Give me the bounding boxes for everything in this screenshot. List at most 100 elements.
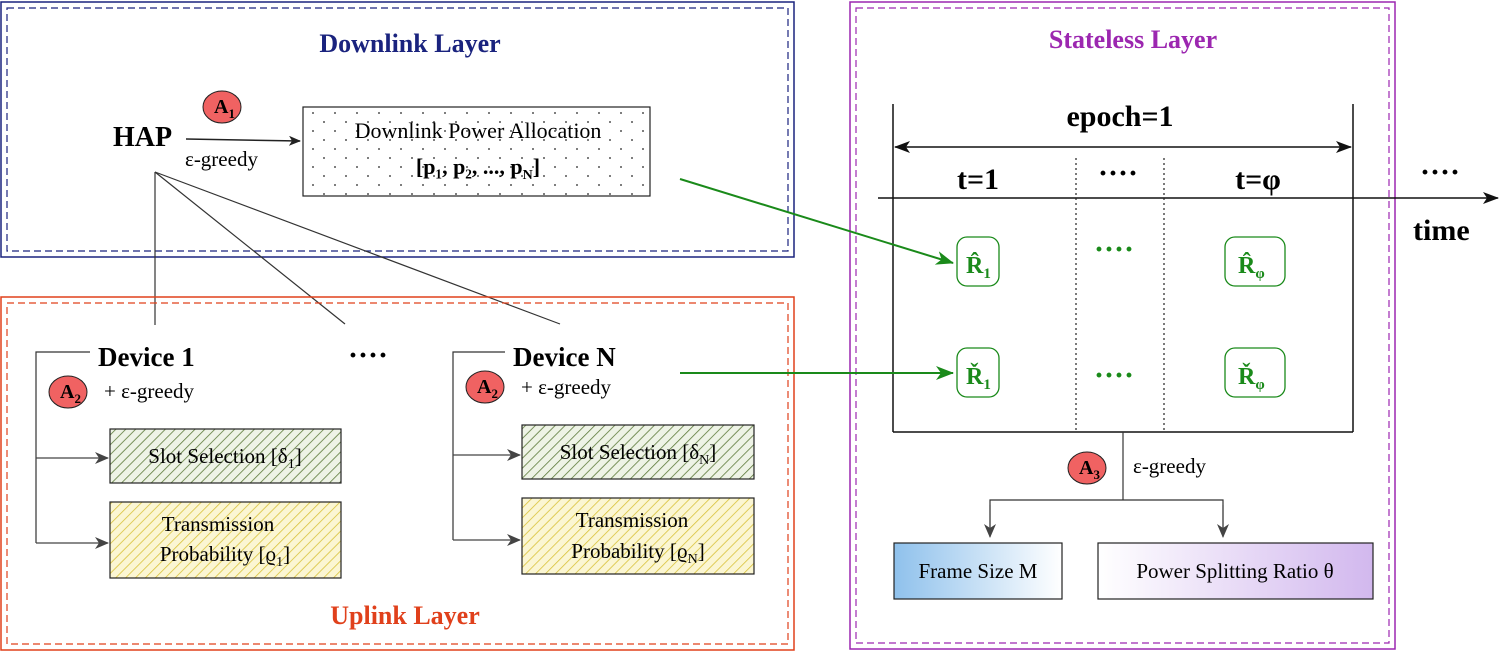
- svg-text:Slot Selection [δ1]: Slot Selection [δ1]: [148, 444, 301, 472]
- device-n-slot-selection-box: Slot Selection [δN]: [521, 424, 755, 480]
- agent-a3-sub: 3: [1093, 467, 1100, 482]
- reward-r-check-phi-sub: φ: [1255, 377, 1264, 393]
- time-label: time: [1413, 214, 1470, 247]
- stateless-layer: Stateless Layer epoch=1 time ···· t=1 ··…: [849, 1, 1499, 650]
- svg-text:Probability [ϱ1]: Probability [ϱ1]: [160, 542, 290, 570]
- downlink-outer-border: [0, 1, 795, 258]
- reward-r-hat-1: R̂1: [956, 236, 1000, 287]
- t-ellipsis: ····: [1098, 157, 1138, 190]
- stateless-inner-border: [855, 7, 1390, 644]
- svg-text:A2: A2: [477, 376, 498, 401]
- downlink-power-allocation-box: Downlink Power Allocation [p₁, p₂, ..., …: [302, 106, 651, 197]
- device-n-group: Device N A2 + ε-greedy Slot Selection [δ…: [452, 342, 755, 575]
- allocation-vector-end: ]: [533, 154, 540, 179]
- downlink-layer-title: Downlink Layer: [319, 29, 500, 58]
- device-1-group: Device 1 A2 + ε-greedy Slot Selection [δ…: [35, 342, 342, 579]
- svg-text:Ř1: Ř1: [966, 363, 991, 393]
- device-n-greedy-label: + ε-greedy: [521, 375, 612, 399]
- downlink-layer: Downlink Layer HAP ε-greedy A1 Downlink …: [0, 1, 795, 258]
- device-1-greedy-label: + ε-greedy: [104, 379, 195, 403]
- svg-text:Slot Selection [δN]: Slot Selection [δN]: [560, 440, 717, 468]
- reward-r-hat-phi-sub: φ: [1255, 266, 1264, 282]
- hap-line-ellipsis: [154, 171, 346, 325]
- device-1-transmission-box: Transmission Probability [ϱ1]: [109, 501, 342, 579]
- agent-a2-dn-sub: 2: [491, 386, 498, 401]
- svg-text:A1: A1: [214, 96, 235, 121]
- reward-r-hat-1-sub: 1: [983, 266, 991, 282]
- reward-r-hat-1-base: R̂: [966, 252, 984, 279]
- reward-row-1-ellipsis: ····: [1094, 233, 1134, 266]
- device-n-label: Device N: [513, 342, 616, 372]
- hap-greedy-label: ε-greedy: [185, 147, 258, 171]
- agent-a3-badge: A3: [1067, 451, 1107, 485]
- device-n-trans-line2: Probability [ϱ: [571, 539, 687, 563]
- agent-a2-d1-letter: A: [60, 381, 75, 403]
- device-n-trans-sub: N: [688, 552, 698, 567]
- t-last-label: t=φ: [1235, 163, 1281, 196]
- device-n-slot-text: Slot Selection [δ: [560, 440, 699, 464]
- hap-label: HAP: [113, 122, 172, 153]
- time-ellipsis: ····: [1420, 156, 1460, 189]
- svg-text:R̂φ: R̂φ: [1238, 252, 1265, 282]
- reward-r-check-1-sub: 1: [983, 377, 991, 393]
- a3-greedy-label: ε-greedy: [1133, 454, 1206, 478]
- agent-a2-device-1-badge: A2: [48, 375, 88, 409]
- allocation-vector: [p₁, p₂, ..., pN]: [416, 154, 540, 183]
- frame-size-box: Frame Size M: [893, 542, 1063, 600]
- device-1-slot-sub: 1: [288, 457, 295, 472]
- agent-a3-letter: A: [1079, 457, 1094, 479]
- agent-a2-dn-letter: A: [477, 376, 492, 398]
- reward-row-2-ellipsis: ····: [1094, 359, 1134, 392]
- stateless-outer-border: [849, 1, 1396, 650]
- device-n-slot-sub: N: [699, 453, 709, 468]
- uplink-layer-title: Uplink Layer: [330, 601, 480, 630]
- uplink-layer: Uplink Layer ···· Device 1 A2 + ε-greedy…: [0, 296, 795, 651]
- device-n-transmission-box: Transmission Probability [ϱN]: [521, 497, 755, 575]
- device-n-bracket: [452, 351, 505, 540]
- hap-fanout-lines: [154, 171, 561, 325]
- devices-ellipsis: ····: [348, 339, 388, 372]
- uplink-outer-border: [0, 296, 795, 651]
- allocation-vector-sub: N: [523, 168, 533, 183]
- agent-a2-d1-sub: 2: [74, 391, 81, 406]
- allocation-vector-text: [p₁, p₂, ..., p: [416, 154, 523, 179]
- agent-a2-device-n-badge: A2: [465, 370, 505, 404]
- reward-r-check-phi-base: Ř: [1238, 363, 1256, 390]
- a3-branch-line: [989, 499, 1224, 530]
- agent-a1-badge: A1: [202, 90, 242, 124]
- reward-r-check-1-base: Ř: [966, 363, 984, 390]
- device-1-bracket: [35, 351, 90, 543]
- epoch-label: epoch=1: [1066, 100, 1173, 133]
- hap-to-allocation-arrow: [185, 135, 301, 146]
- svg-text:R̂1: R̂1: [966, 252, 991, 282]
- device-1-trans-sub: 1: [276, 555, 283, 570]
- frame-size-label: Frame Size M: [919, 559, 1038, 583]
- power-splitting-label: Power Splitting Ratio θ: [1136, 559, 1333, 583]
- svg-text:A2: A2: [60, 381, 81, 406]
- reward-r-check-1: Ř1: [956, 347, 1000, 398]
- reward-r-hat-phi: R̂φ: [1224, 236, 1286, 287]
- device-1-label: Device 1: [98, 342, 195, 372]
- stateless-layer-title: Stateless Layer: [1049, 25, 1217, 54]
- hap-line-device-n: [154, 171, 561, 325]
- svg-text:Řφ: Řφ: [1238, 363, 1265, 393]
- device-1-trans-line2: Probability [ϱ: [160, 542, 276, 566]
- power-splitting-box: Power Splitting Ratio θ: [1097, 542, 1374, 600]
- device-1-trans-line1: Transmission: [162, 512, 275, 536]
- t-first-label: t=1: [957, 163, 999, 196]
- svg-text:A3: A3: [1079, 457, 1100, 482]
- device-n-trans-line1: Transmission: [576, 508, 689, 532]
- reward-r-check-phi: Řφ: [1224, 347, 1286, 398]
- allocation-to-reward-arrow: [679, 178, 954, 265]
- agent-a1-letter: A: [214, 96, 229, 118]
- downlink-inner-border: [6, 7, 789, 252]
- uplink-inner-border: [6, 302, 789, 645]
- allocation-title: Downlink Power Allocation: [355, 118, 602, 143]
- reward-r-hat-phi-base: R̂: [1238, 252, 1256, 279]
- device-1-slot-selection-box: Slot Selection [δ1]: [109, 428, 342, 484]
- svg-text:Probability [ϱN]: Probability [ϱN]: [571, 539, 704, 567]
- device-1-slot-text: Slot Selection [δ: [148, 444, 287, 468]
- agent-a1-sub: 1: [228, 106, 235, 121]
